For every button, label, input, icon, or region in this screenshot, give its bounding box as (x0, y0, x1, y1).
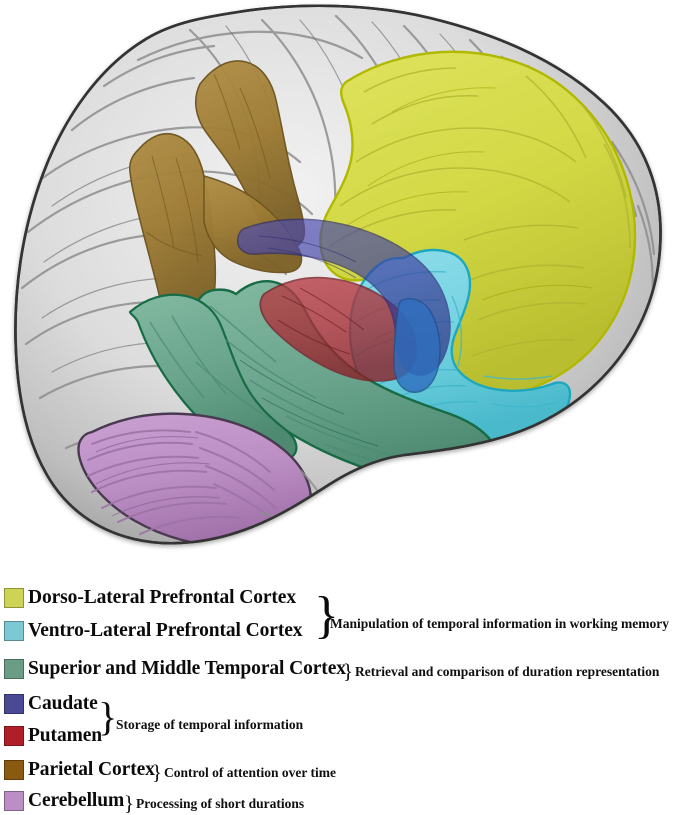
region-superior-middle-temporal-cortex (128, 280, 502, 492)
legend-label-temporal: Superior and Middle Temporal Cortex (28, 658, 346, 680)
brace-parietal-group: } (152, 760, 163, 784)
brain-lateral-view (14, 4, 662, 545)
legend-row-cerebellum: Cerebellum (4, 791, 124, 811)
swatch-cerebellum (4, 791, 24, 811)
swatch-putamen (4, 726, 24, 746)
swatch-temporal (4, 659, 24, 679)
function-label-prefrontal: Manipulation of temporal information in … (330, 616, 669, 631)
legend-label-dlpfc: Dorso-Lateral Prefrontal Cortex (28, 587, 297, 609)
function-label-parietal: Control of attention over time (164, 765, 336, 780)
legend-label-caudate: Caudate (28, 693, 98, 715)
legend-row-temporal: Superior and Middle Temporal Cortex (4, 659, 346, 679)
legend: Dorso-Lateral Prefrontal Cortex Ventro-L… (0, 575, 686, 815)
legend-label-cerebellum: Cerebellum (28, 790, 125, 812)
legend-row-caudate: Caudate (4, 694, 98, 714)
brace-prefrontal-group: } (314, 587, 339, 644)
legend-row-vlpfc: Ventro-Lateral Prefrontal Cortex (4, 620, 303, 642)
function-label-temporal: Retrieval and comparison of duration rep… (355, 664, 660, 679)
region-cerebellum (77, 412, 313, 544)
function-label-striatum: Storage of temporal information (116, 717, 304, 732)
legend-label-vlpfc: Ventro-Lateral Prefrontal Cortex (28, 620, 303, 642)
legend-label-parietal: Parietal Cortex (28, 759, 155, 781)
swatch-vlpfc (4, 621, 24, 641)
legend-label-putamen: Putamen (28, 725, 103, 747)
swatch-caudate (4, 694, 24, 714)
legend-row-dlpfc: Dorso-Lateral Prefrontal Cortex (4, 588, 296, 608)
brace-temporal-group: } (343, 659, 354, 683)
swatch-dlpfc (4, 588, 24, 608)
legend-row-putamen: Putamen (4, 726, 102, 746)
region-dorsolateral-prefrontal-cortex (319, 50, 637, 398)
brain-illustration (14, 4, 662, 545)
brain-outer-contour (14, 4, 662, 545)
brace-striatum-group: } (98, 694, 118, 739)
swatch-parietal (4, 760, 24, 780)
function-label-cerebellum: Processing of short durations (136, 796, 305, 811)
region-caudate (236, 218, 451, 393)
brace-cerebellum-group: } (124, 791, 135, 815)
legend-row-parietal: Parietal Cortex (4, 760, 155, 780)
